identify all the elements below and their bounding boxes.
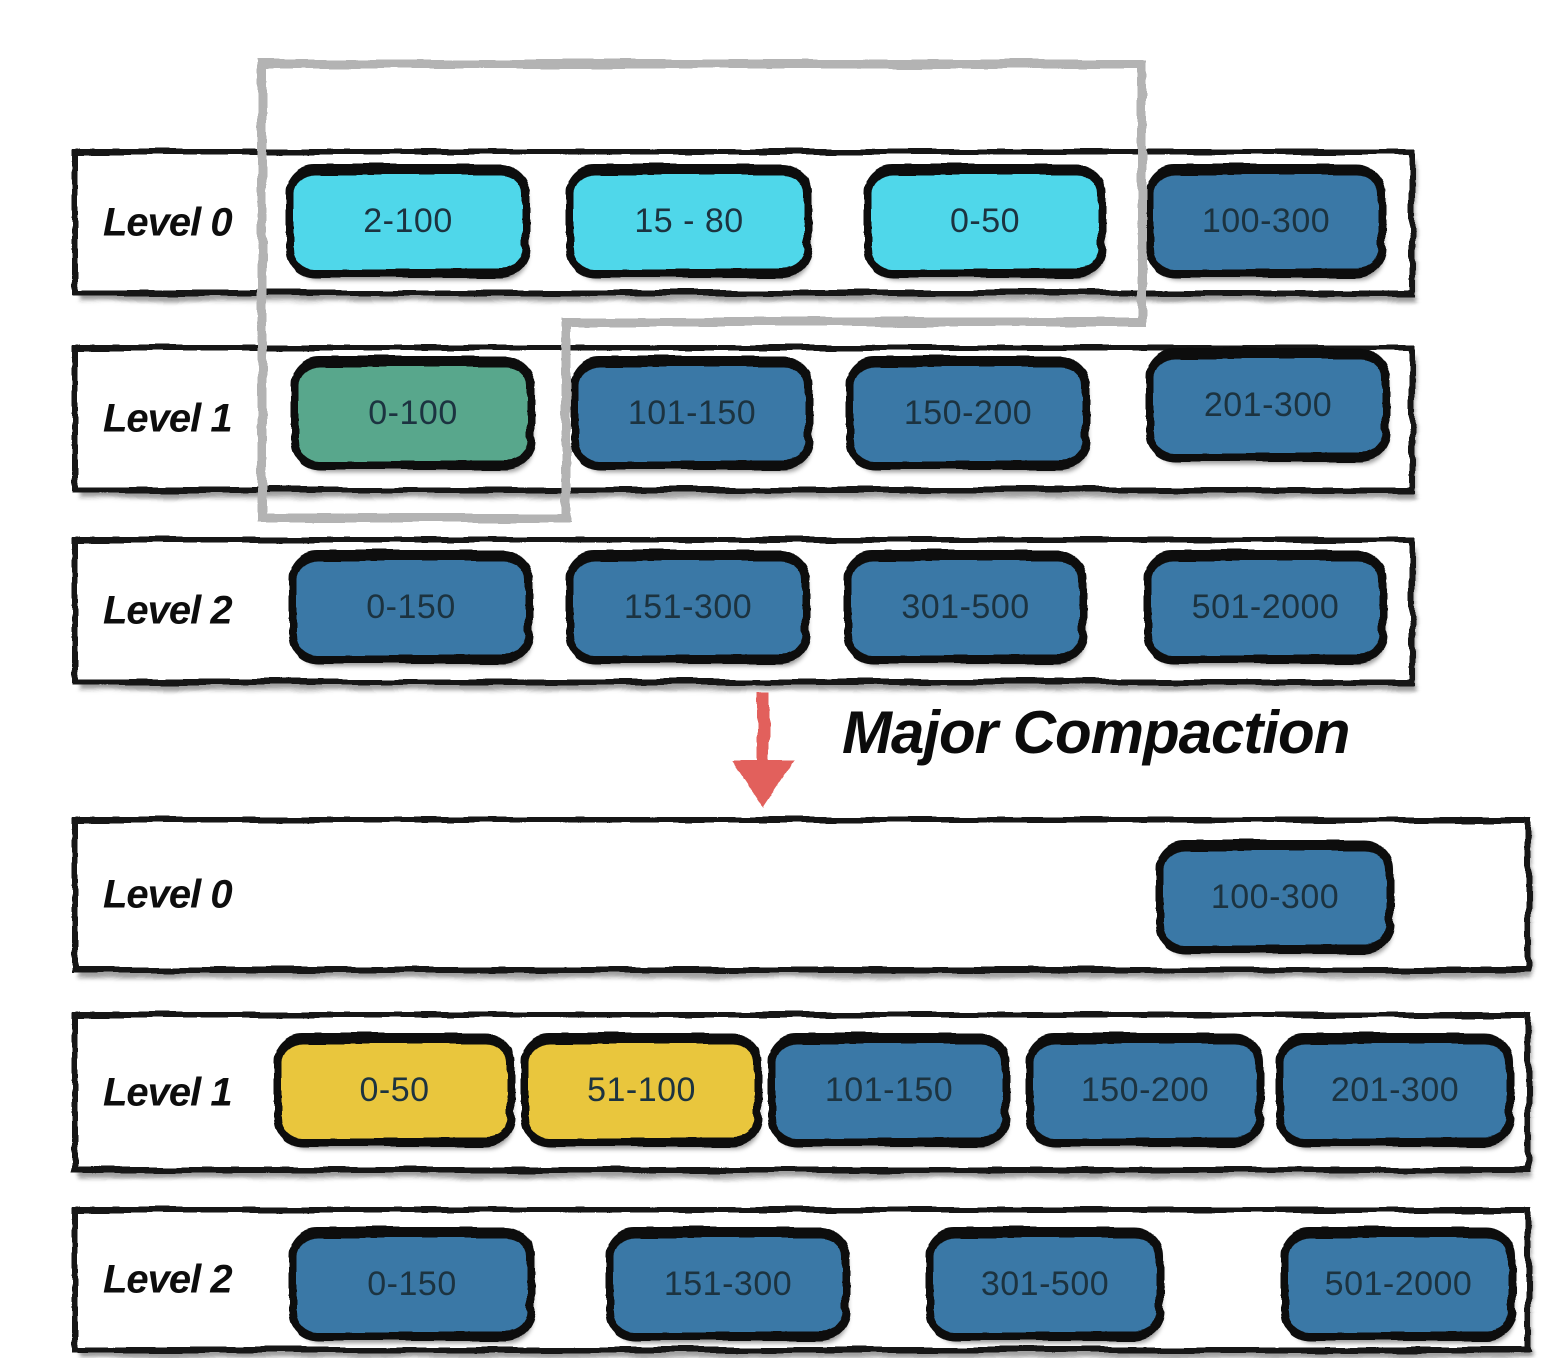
after-level2-row: Level 2 0-150 151-300 301-500 501-2000 <box>72 1207 1531 1353</box>
sstable-box: 151-300 <box>606 1227 850 1341</box>
sstable-box: 501-2000 <box>1281 1227 1516 1341</box>
sstable-box: 0-150 <box>289 550 533 664</box>
sstable-box: 0-100 <box>291 356 535 470</box>
sstable-box: 501-2000 <box>1144 550 1387 664</box>
sstable-box: 0-150 <box>289 1227 535 1341</box>
major-compaction-label: Major Compaction <box>842 699 1350 766</box>
level-label: Level 1 <box>103 1070 233 1114</box>
level-label: Level 1 <box>103 396 233 441</box>
sstable-box: 15 - 80 <box>566 164 812 278</box>
after-level0-row: Level 0 100-300 <box>72 817 1531 973</box>
before-level2-row: Level 2 0-150 151-300 301-500 501-2000 <box>72 537 1415 685</box>
sstable-box: 101-150 <box>571 356 813 470</box>
level-label: Level 2 <box>103 1257 233 1302</box>
sstable-box: 201-300 <box>1276 1033 1514 1147</box>
sstable-box: 101-150 <box>768 1033 1010 1147</box>
before-level0-row: Level 0 2-100 15 - 80 0-50 100-300 <box>72 149 1415 296</box>
after-level1-row: Level 1 0-50 51-100 101-150 150-200 201-… <box>72 1012 1531 1173</box>
level-label: Level 0 <box>103 872 233 917</box>
sstable-box: 150-200 <box>1026 1033 1264 1147</box>
sstable-box: 0-50 <box>274 1033 515 1147</box>
sstable-box: 150-200 <box>846 356 1090 470</box>
before-level1-row: Level 1 0-100 101-150 150-200 201-300 <box>72 345 1415 493</box>
sstable-box: 201-300 <box>1146 348 1390 462</box>
major-compaction-arrow-icon <box>731 692 795 808</box>
sstable-box: 100-300 <box>1156 840 1394 954</box>
sstable-box: 301-500 <box>844 550 1087 664</box>
level-label: Level 0 <box>103 200 233 244</box>
sstable-box: 0-50 <box>864 164 1106 278</box>
sstable-box: 301-500 <box>926 1227 1164 1341</box>
sstable-box: 100-300 <box>1146 164 1386 278</box>
sstable-box: 51-100 <box>521 1033 762 1147</box>
sstable-box: 151-300 <box>566 550 810 664</box>
level-label: Level 2 <box>103 588 233 633</box>
sstable-box: 2-100 <box>286 164 530 278</box>
